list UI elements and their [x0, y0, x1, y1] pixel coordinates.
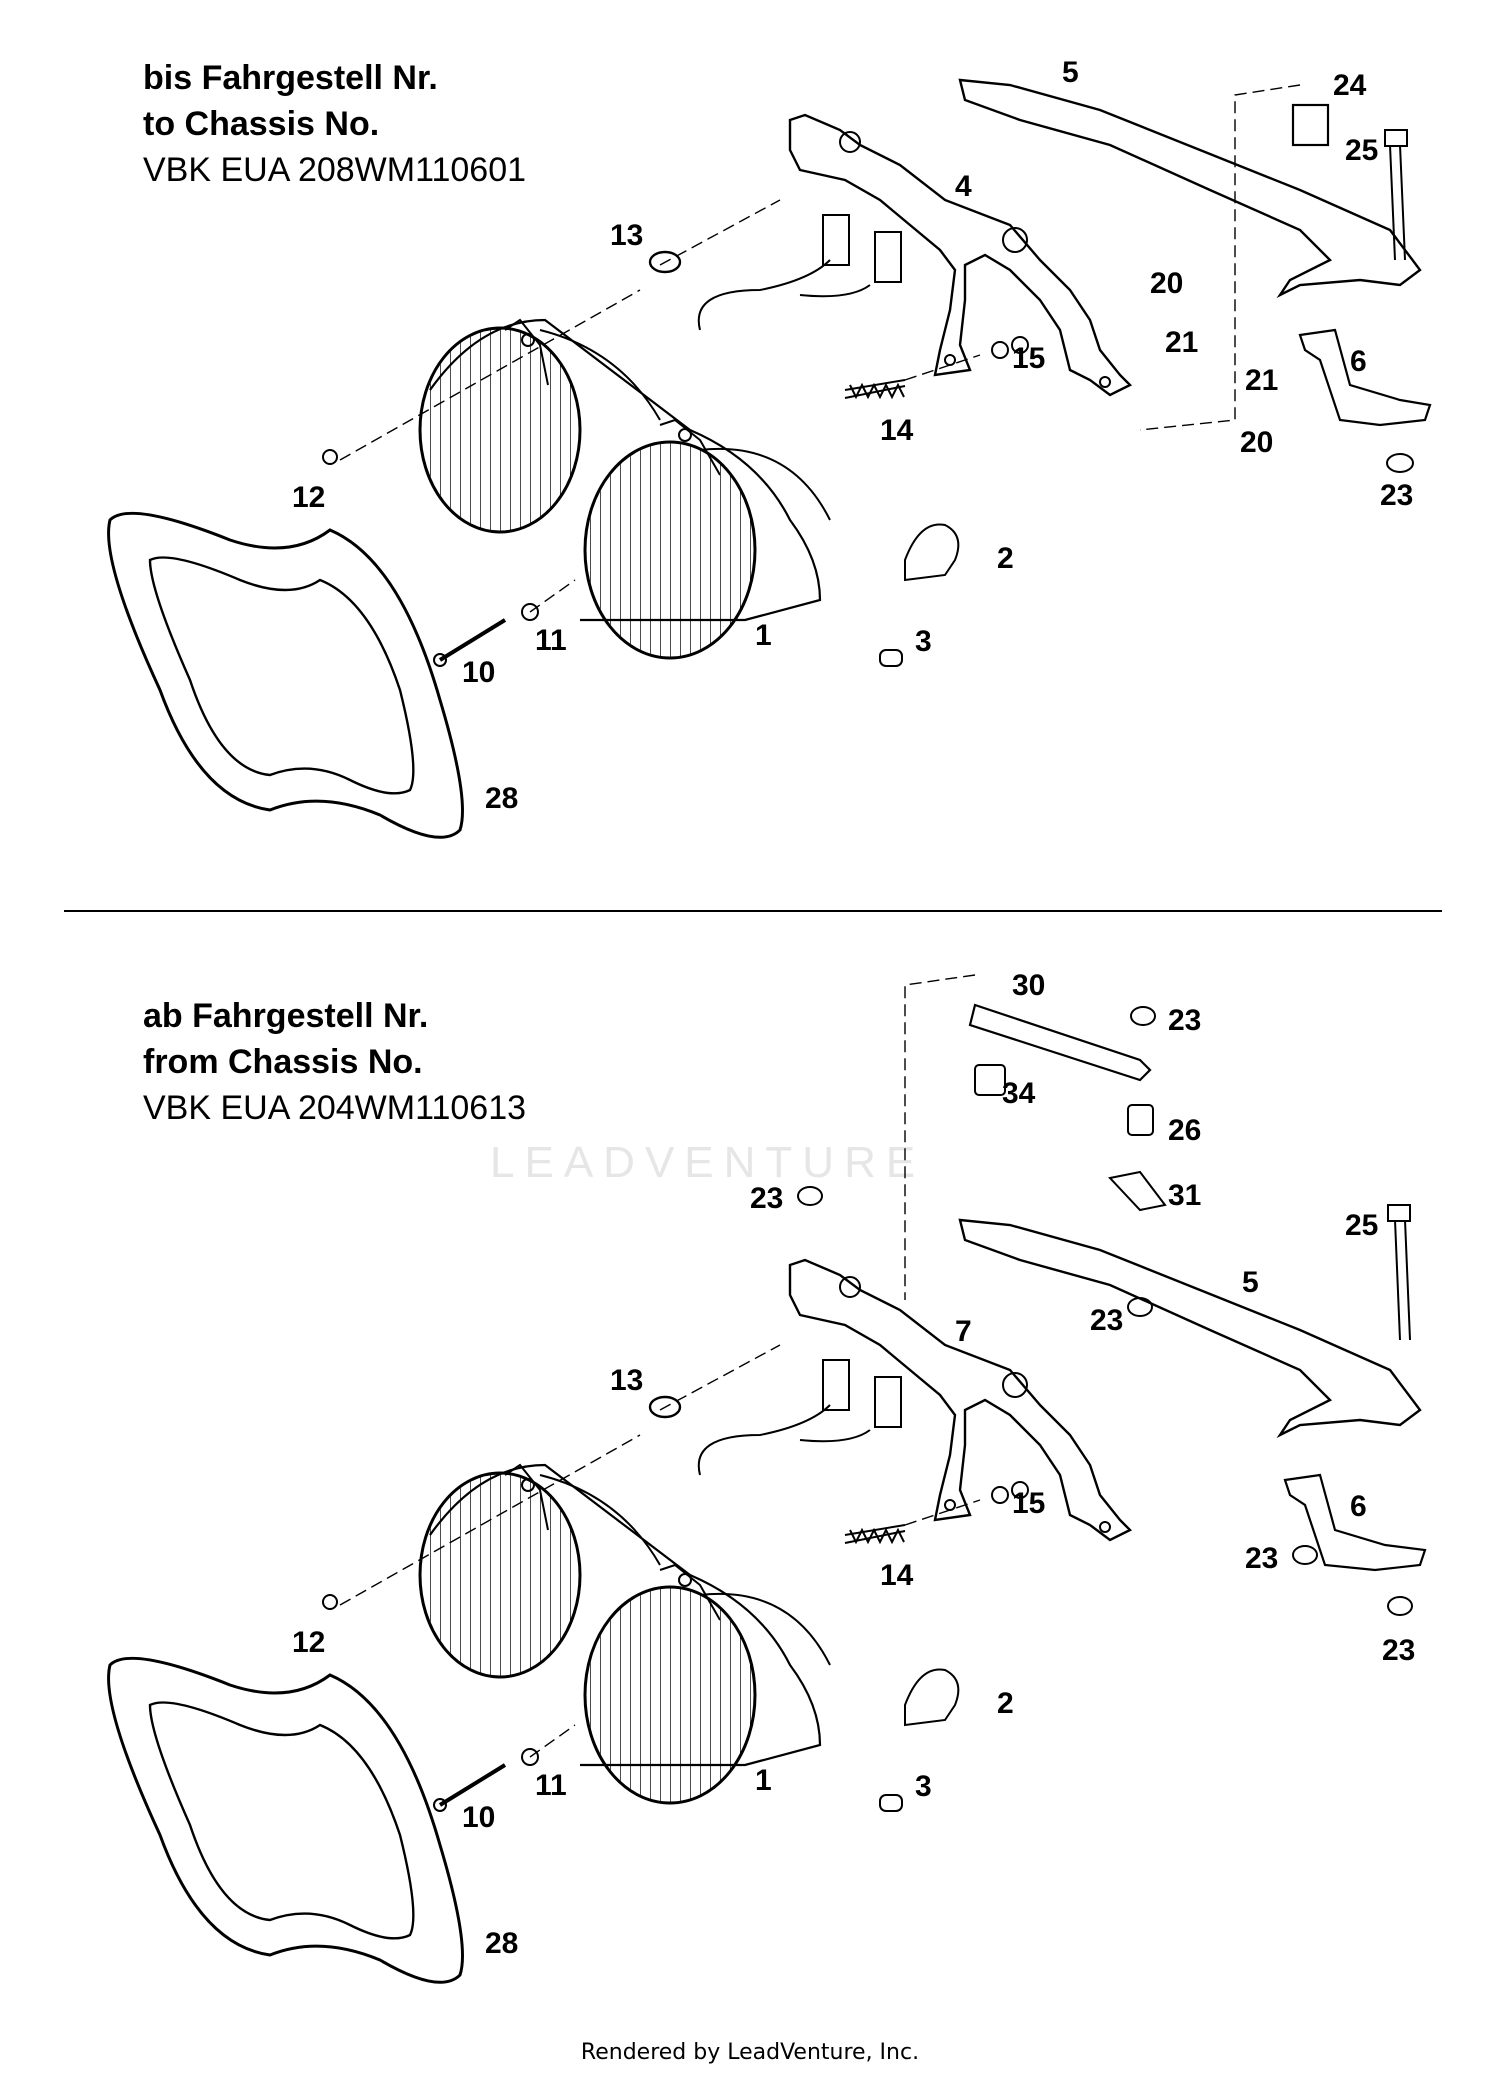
callout: 3	[915, 1770, 932, 1803]
heading-line-2: from Chassis No.	[143, 1043, 423, 1081]
callout: 20	[1150, 267, 1183, 300]
callout: 14	[880, 1559, 914, 1592]
callout: 12	[292, 481, 325, 514]
watermark: LEADVENTURE	[490, 1138, 926, 1187]
block-24	[1291, 103, 1330, 147]
assembly-bottom: 1 2 3 5 6 7 10 11 12 13 14 15 23 23 23 2…	[106, 969, 1427, 1985]
section-heading-bottom: ab Fahrgestell Nr. from Chassis No. VBK …	[143, 993, 526, 1131]
callout: 24	[1333, 69, 1367, 102]
callout: 13	[610, 1364, 643, 1397]
callout: 4	[955, 170, 972, 203]
callout: 31	[1168, 1179, 1201, 1212]
footer-credit: Rendered by LeadVenture, Inc.	[580, 2040, 920, 2065]
callout: 5	[1062, 56, 1079, 89]
callout: 6	[1350, 345, 1367, 378]
callout: 12	[292, 1626, 325, 1659]
callout: 15	[1012, 1487, 1045, 1520]
bracket-6	[1298, 328, 1432, 427]
callout: 28	[485, 782, 518, 815]
callout: 2	[997, 1687, 1014, 1720]
callout: 13	[610, 219, 643, 252]
heading-line-3: VBK EUA 204WM110613	[143, 1089, 527, 1127]
callout: 23	[1245, 1542, 1278, 1575]
bracket-5	[958, 1218, 1422, 1439]
section-heading-top: bis Fahrgestell Nr. to Chassis No. VBK E…	[143, 55, 526, 193]
callout: 23	[750, 1182, 783, 1215]
callout: 14	[880, 414, 914, 447]
callout: 34	[1002, 1077, 1036, 1110]
callout: 30	[1012, 969, 1045, 1002]
callout: 2	[997, 542, 1014, 575]
callout: 10	[462, 656, 495, 689]
callout: 25	[1345, 134, 1378, 167]
heading-line-1: bis Fahrgestell Nr.	[143, 59, 438, 97]
heading-line-3: VBK EUA 208WM110601	[143, 151, 527, 189]
callout: 20	[1240, 426, 1273, 459]
bracket-5	[958, 78, 1422, 299]
bracket-30	[968, 1003, 1152, 1082]
callout: 1	[755, 619, 772, 652]
callout: 23	[1090, 1304, 1123, 1337]
bracket-6	[1283, 1473, 1427, 1572]
heading-line-1: ab Fahrgestell Nr.	[143, 997, 429, 1035]
callout: 23	[1168, 1004, 1201, 1037]
heading-line-2: to Chassis No.	[143, 105, 380, 143]
callout: 25	[1345, 1209, 1378, 1242]
callout: 15	[1012, 342, 1045, 375]
callout: 11	[535, 624, 567, 657]
callout: 1	[755, 1764, 772, 1797]
callout: 28	[485, 1927, 518, 1960]
callout: 10	[462, 1801, 495, 1834]
callout: 3	[915, 625, 932, 658]
section-divider	[64, 910, 1442, 912]
callout: 23	[1382, 1634, 1415, 1667]
callout: 5	[1242, 1266, 1259, 1299]
callout: 21	[1245, 364, 1278, 397]
callout: 23	[1380, 479, 1413, 512]
callout: 11	[535, 1769, 567, 1802]
callout: 26	[1168, 1114, 1201, 1147]
callout: 21	[1165, 326, 1198, 359]
callout: 7	[955, 1315, 972, 1348]
callout: 6	[1350, 1490, 1367, 1523]
assembly-top: 1 2 3 4 5 6 10 11 12 13 14 15 20 20 21 2…	[106, 56, 1432, 840]
